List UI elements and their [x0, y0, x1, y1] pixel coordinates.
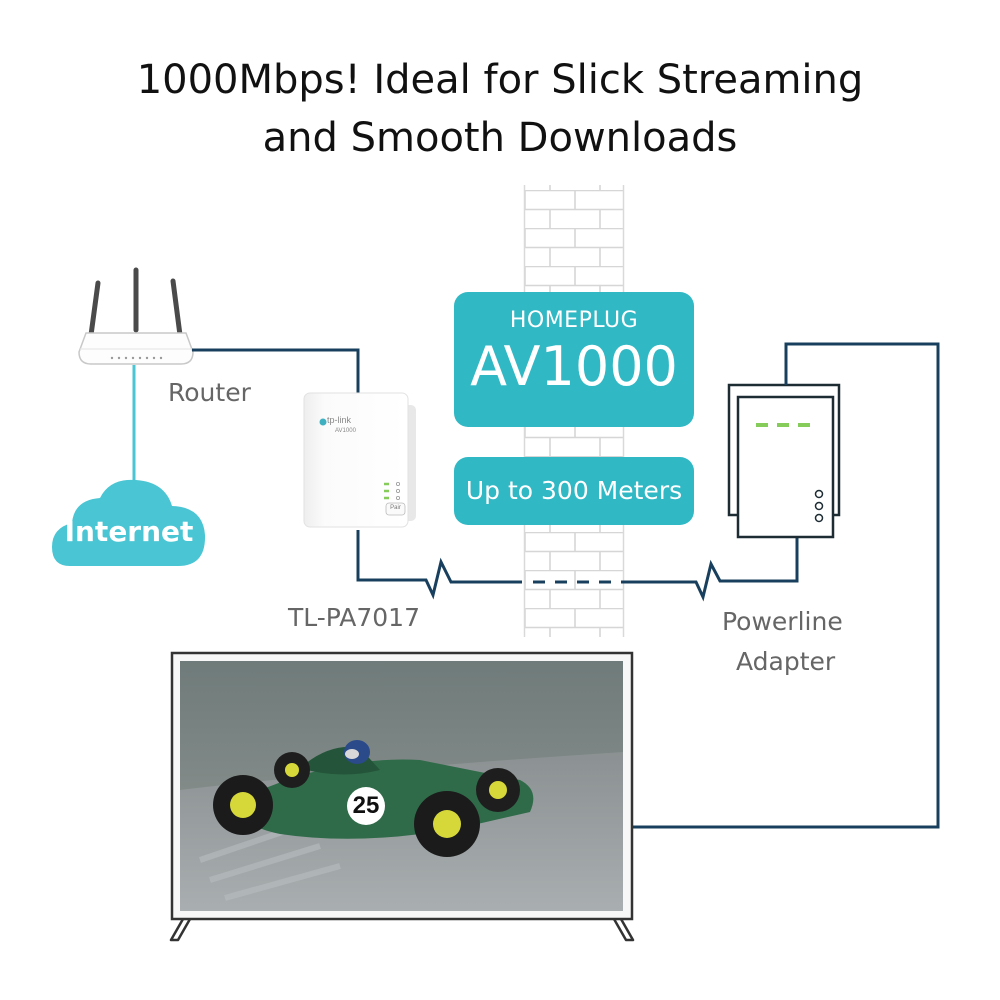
av1000-label: AV1000 — [454, 335, 694, 399]
router-device — [79, 270, 193, 364]
homeplug-badge: HOMEPLUG AV1000 — [454, 292, 694, 427]
pair-button-label: Pair — [386, 505, 405, 511]
tv — [171, 653, 633, 940]
rear-left-wheel — [274, 752, 310, 788]
adapter-brand-text: tp-link — [327, 415, 351, 425]
car-number: 25 — [346, 792, 386, 820]
router-label: Router — [168, 378, 251, 407]
powerline-label-line-1: Powerline — [722, 607, 843, 636]
tp-link-logo-icon — [320, 419, 327, 426]
powerline-right — [625, 537, 797, 597]
tl-pa7017-label: TL-PA7017 — [288, 603, 420, 632]
powerline-left — [358, 530, 522, 595]
front-right-wheel — [476, 768, 520, 812]
internet-label: Internet — [52, 515, 206, 548]
front-left-wheel — [213, 775, 273, 835]
rear-wheel — [414, 791, 480, 857]
tv-stand-right — [614, 919, 633, 940]
tv-stand-left — [171, 919, 190, 940]
powerline-label-line-2: Adapter — [736, 647, 835, 676]
homeplug-label: HOMEPLUG — [454, 308, 694, 333]
range-badge: Up to 300 Meters — [454, 457, 694, 525]
powerline-adapter-outline — [729, 385, 839, 537]
adapter-product-text: AV1000 — [335, 428, 356, 434]
